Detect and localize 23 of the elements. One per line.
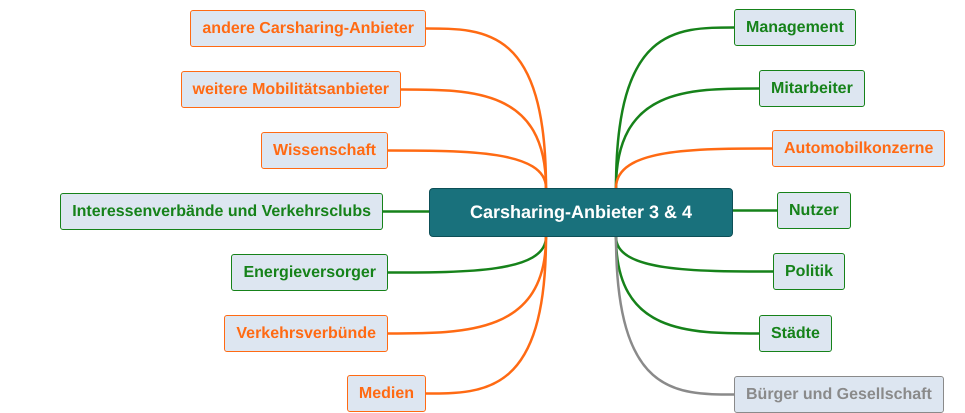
branch-line [614,147,772,188]
central-topic: Carsharing-Anbieter 3 & 4 [429,188,733,237]
branch-line [733,209,777,212]
topic-box: Bürger und Gesellschaft [734,376,944,413]
topic-box: Interessenverbände und Verkehrsclubs [60,193,383,230]
topic-box: Verkehrsverbünde [224,315,388,352]
topic-box: Nutzer [777,192,851,229]
topic-box: weitere Mobilitätsanbieter [180,71,401,108]
branch-line [426,236,548,395]
branch-line [388,149,548,188]
topic-box: Automobilkonzerne [772,130,946,167]
branch-line [614,87,759,188]
topic-box: Management [734,9,856,46]
topic-box: Städte [759,315,832,352]
branch-line [614,26,734,188]
topic-box: Medien [346,375,426,412]
branch-line [383,210,429,213]
topic-box: Politik [773,253,846,290]
topic-box: Mitarbeiter [759,70,865,107]
branch-line [614,236,734,396]
topic-box: andere Carsharing-Anbieter [190,10,426,47]
topic-box: Wissenschaft [261,132,388,169]
topic-box: Energieversorger [231,254,388,291]
